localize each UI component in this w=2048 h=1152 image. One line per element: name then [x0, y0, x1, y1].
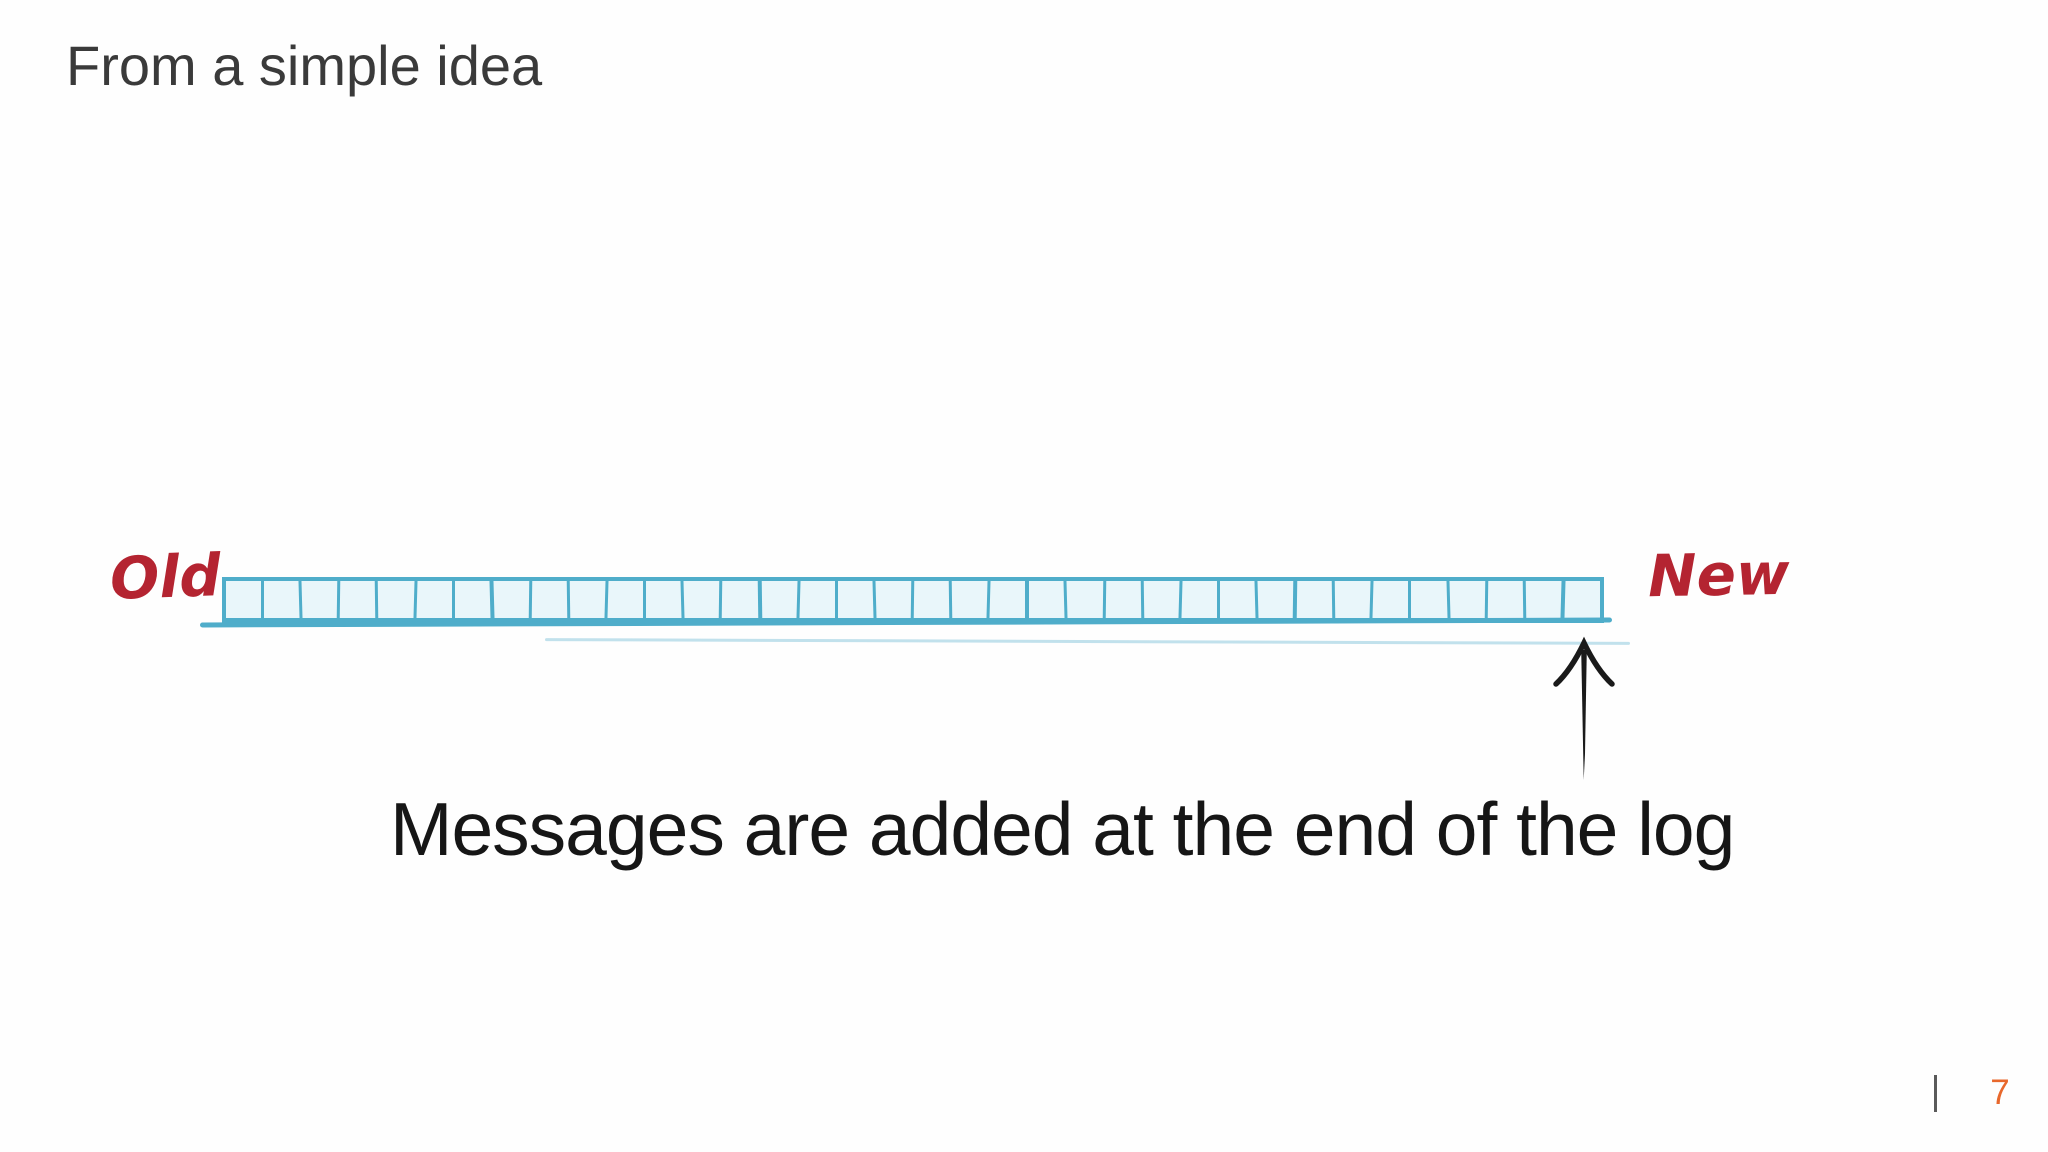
log-cell: [1292, 581, 1333, 618]
slide-title: From a simple idea: [66, 34, 543, 97]
log-cell: [796, 581, 836, 618]
log-cell: [872, 581, 912, 618]
log-cell: [225, 581, 261, 618]
log-cell: [1331, 581, 1371, 618]
log-cell: [986, 581, 1026, 618]
log-cell: [1369, 581, 1409, 618]
page-number: 7: [1990, 1073, 2010, 1112]
log-cell: [261, 581, 299, 618]
log-cell: [413, 581, 453, 618]
log-cell: [1445, 581, 1486, 618]
log-cell: [643, 581, 681, 618]
log-cell: [375, 581, 414, 618]
log-cell: [604, 581, 644, 618]
log-strip: [222, 577, 1604, 623]
log-cell: [1025, 581, 1064, 618]
caption-text: Messages are added at the end of the log: [390, 787, 1735, 871]
log-baseline-echo-stroke: [544, 638, 1631, 645]
log-old-label: Old: [108, 541, 222, 613]
log-cell: [451, 581, 490, 618]
log-new-label: New: [1647, 539, 1791, 611]
log-cell: [948, 581, 988, 618]
log-cell: [337, 581, 376, 618]
log-cell: [910, 581, 950, 618]
log-cell: [1560, 581, 1601, 618]
log-cell: [1216, 581, 1255, 618]
log-cell: [298, 581, 338, 618]
log-cell: [528, 581, 568, 618]
log-cell: [834, 581, 873, 618]
up-arrow-icon: [1553, 636, 1615, 780]
log-cell: [680, 581, 720, 618]
log-cell: [1484, 581, 1523, 618]
log-cell: [1102, 581, 1141, 618]
log-cell: [566, 581, 606, 618]
log-cell: [489, 581, 530, 618]
footer-divider: [1934, 1075, 1937, 1112]
log-cell: [1522, 581, 1562, 618]
log-cell: [1140, 581, 1179, 618]
log-cell: [1063, 581, 1104, 618]
log-cell: [757, 581, 797, 618]
log-cell: [1408, 581, 1446, 618]
log-cell: [1178, 581, 1218, 618]
log-cell: [1254, 581, 1294, 618]
log-cell: [719, 581, 758, 618]
